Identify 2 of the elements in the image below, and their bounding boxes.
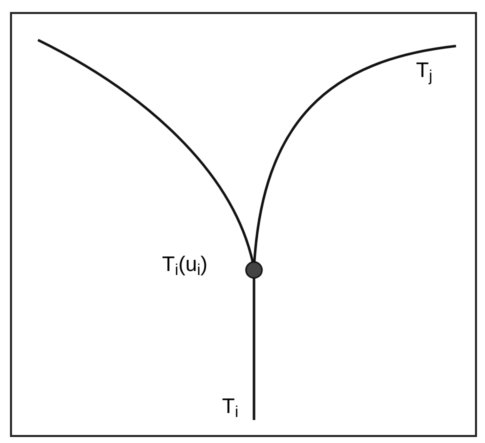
curve-label: T$_{i}$ (222, 396, 238, 417)
curve-label: T$_{i}$(u$_{i}$) (162, 254, 208, 275)
